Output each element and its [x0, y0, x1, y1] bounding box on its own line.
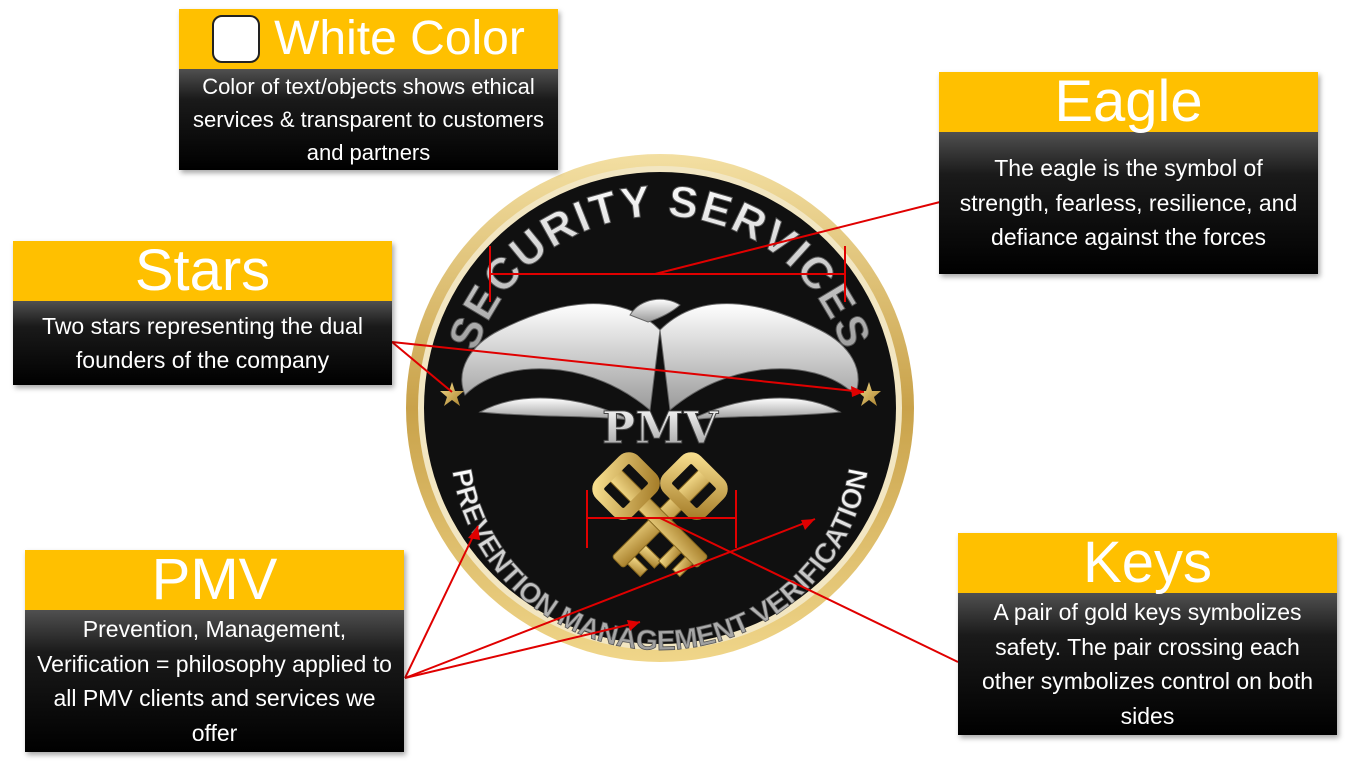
pmv-body: Prevention, Management, Verification = p…: [25, 610, 404, 752]
white-color-body: Color of text/objects shows ethical serv…: [179, 69, 558, 170]
keys-header: Keys: [958, 533, 1337, 593]
white-color-header: White Color: [179, 9, 558, 69]
pmv-card: PMV Prevention, Management, Verification…: [25, 550, 404, 752]
star-icon-left: [440, 382, 464, 406]
pmv-title: PMV: [151, 547, 278, 612]
white-color-card: White Color Color of text/objects shows …: [179, 9, 558, 170]
white-color-title: White Color: [274, 12, 525, 65]
stars-body: Two stars representing the dual founders…: [13, 301, 392, 385]
keys-card: Keys A pair of gold keys symbolizes safe…: [958, 533, 1337, 735]
white-color-text: Color of text/objects shows ethical serv…: [193, 74, 544, 165]
stars-card: Stars Two stars representing the dual fo…: [13, 241, 392, 385]
stars-title: Stars: [134, 238, 271, 303]
keys-text: A pair of gold keys symbolizes safety. T…: [981, 599, 1314, 729]
keys-title: Keys: [1083, 530, 1212, 595]
stars-text: Two stars representing the dual founders…: [42, 312, 363, 374]
keys-body: A pair of gold keys symbolizes safety. T…: [958, 593, 1337, 735]
emblem-center-text: PMV: [602, 403, 719, 454]
eagle-card: Eagle The eagle is the symbol of strengt…: [939, 72, 1318, 274]
eagle-body: The eagle is the symbol of strength, fea…: [939, 132, 1318, 274]
stars-header: Stars: [13, 241, 392, 301]
eagle-title: Eagle: [1054, 69, 1203, 134]
eagle-text: The eagle is the symbol of strength, fea…: [959, 155, 1298, 251]
pmv-text: Prevention, Management, Verification = p…: [37, 616, 392, 746]
pmv-header: PMV: [25, 550, 404, 610]
eagle-header: Eagle: [939, 72, 1318, 132]
star-icon-right: [857, 382, 881, 406]
white-swatch-icon: [212, 15, 261, 63]
